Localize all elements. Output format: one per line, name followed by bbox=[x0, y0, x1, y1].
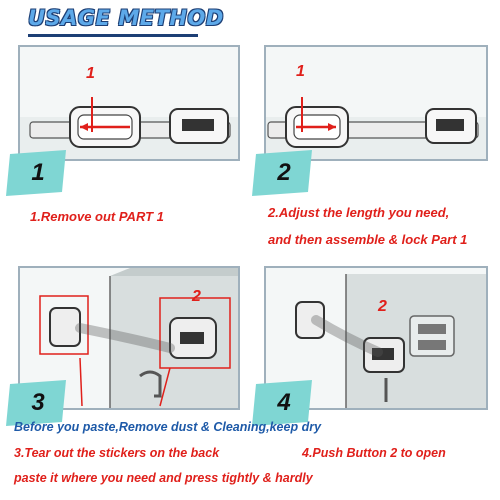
step-2-caption-line1: 2.Adjust the length you need, bbox=[268, 205, 450, 220]
strap-illustration-1 bbox=[20, 97, 238, 159]
cabinet-illustration-3 bbox=[39, 268, 238, 408]
step-1-badge: 1 bbox=[6, 150, 70, 196]
step-4-badge: 4 bbox=[252, 380, 316, 426]
part-2-label: 2 bbox=[192, 288, 201, 305]
step-3-caption: 3.Tear out the stickers on the back bbox=[14, 446, 220, 460]
step-4-caption: 4.Push Button 2 to open bbox=[302, 446, 446, 460]
page-title: USAGE METHOD bbox=[28, 6, 224, 30]
cleaning-note: Before you paste,Remove dust & Cleaning,… bbox=[14, 420, 322, 434]
step-1-panel: 1 bbox=[18, 45, 240, 161]
strap-illustration-2 bbox=[266, 97, 486, 159]
part-2-label: 2 bbox=[378, 298, 387, 315]
part-1-label: 1 bbox=[86, 65, 95, 82]
step-2-badge: 2 bbox=[252, 150, 316, 196]
step-2-caption-line2: and then assemble & lock Part 1 bbox=[268, 232, 468, 247]
step-1-caption: 1.Remove out PART 1 bbox=[30, 209, 164, 224]
step-3-panel: 2 bbox=[18, 266, 240, 410]
step-4-panel: 2 bbox=[264, 266, 488, 410]
paste-instruction: paste it where you need and press tightl… bbox=[14, 471, 313, 485]
step-3-badge: 3 bbox=[6, 380, 70, 426]
cabinet-illustration-4 bbox=[295, 274, 486, 408]
step-2-panel: 1 bbox=[264, 45, 488, 161]
title-underline bbox=[28, 34, 198, 37]
part-1-label: 1 bbox=[296, 63, 305, 80]
